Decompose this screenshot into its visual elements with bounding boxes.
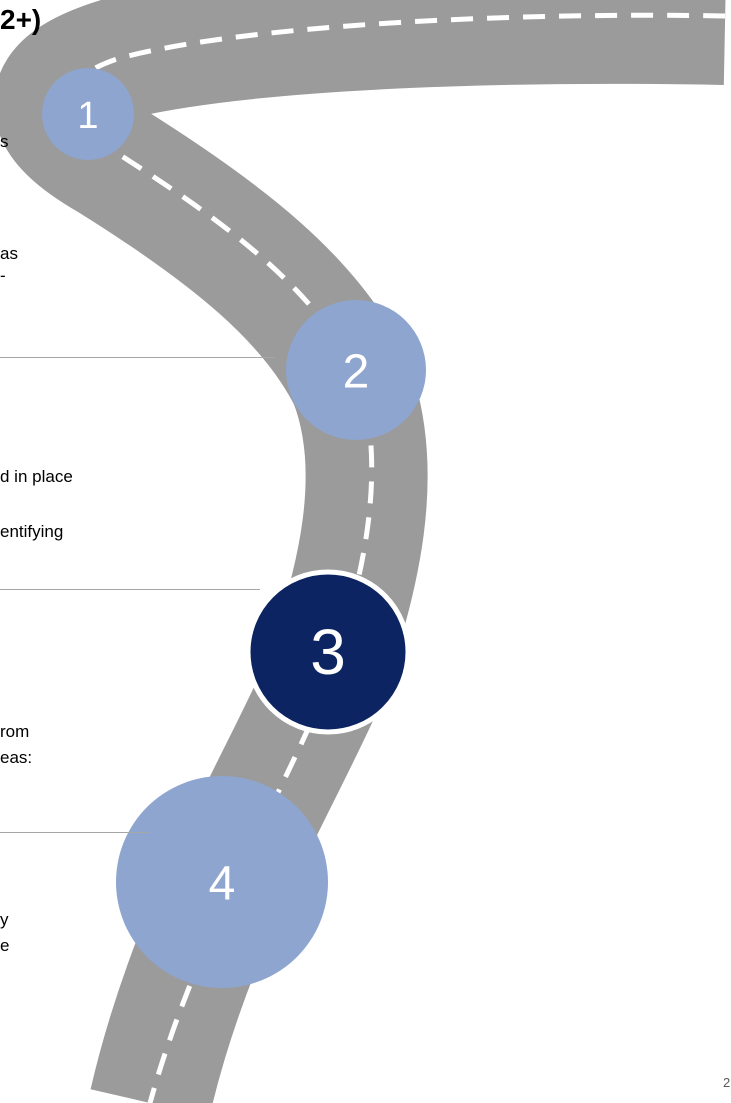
text-fragment: entifying xyxy=(0,522,64,541)
milestone-4-label: 4 xyxy=(209,858,236,911)
milestone-2-label: 2 xyxy=(343,346,370,399)
road-center-line xyxy=(68,12,726,1103)
milestone-3-marker xyxy=(245,569,411,735)
milestone-2-marker xyxy=(286,300,426,440)
slide-title-fragment: 2+) xyxy=(0,4,42,35)
text-fragment: eas: xyxy=(0,748,33,767)
text-fragment: e xyxy=(0,936,10,955)
text-fragment: - xyxy=(0,266,6,285)
page-number: 2 xyxy=(723,1075,731,1090)
section-divider xyxy=(0,589,260,590)
milestone-1-label: 1 xyxy=(77,95,98,137)
milestone-4-marker xyxy=(116,776,328,988)
text-fragment: rom xyxy=(0,722,30,741)
milestone-3-label: 3 xyxy=(310,616,346,688)
text-fragment: d in place xyxy=(0,467,73,486)
text-fragment: s xyxy=(0,132,9,151)
section-divider xyxy=(0,357,275,358)
text-fragment: as xyxy=(0,244,18,263)
text-fragment: y xyxy=(0,910,9,929)
section-divider xyxy=(0,832,150,833)
milestone-1-marker xyxy=(42,68,134,160)
